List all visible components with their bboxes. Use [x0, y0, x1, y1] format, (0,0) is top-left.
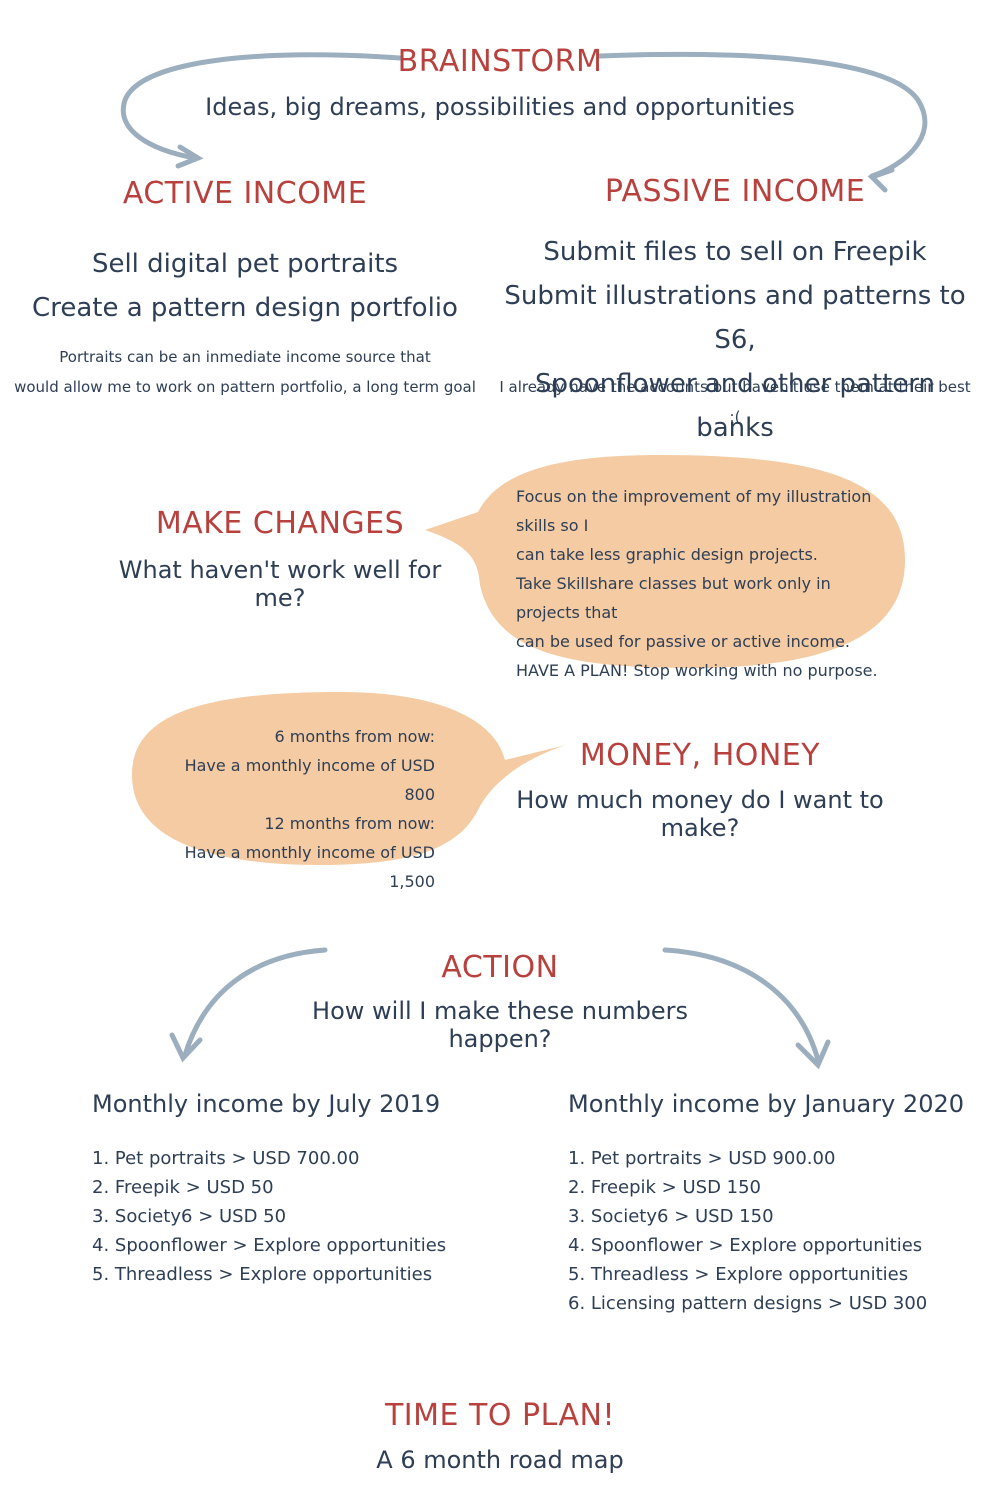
list-item: 1. Pet portraits > USD 700.00 [92, 1148, 360, 1169]
brainstorm-arrow-left-icon [120, 52, 403, 169]
passive-income-note: I already have the accounts but haven't … [499, 378, 971, 426]
make-changes-title: MAKE CHANGES [155, 506, 405, 541]
active-income-item: Create a pattern design portfolio [32, 293, 458, 323]
passive-income-item: Submit illustrations and patterns to S6, [504, 281, 966, 355]
january-list: 1. Pet portraits > USD 900.00 2. Freepik… [568, 1144, 968, 1318]
bubble-line: Focus on the improvement of my illustrat… [516, 487, 872, 535]
plan-subtitle: A 6 month road map [376, 1446, 624, 1474]
speech-bubble-left [132, 692, 566, 865]
bubble-line: HAVE A PLAN! Stop working with no purpos… [516, 661, 878, 680]
passive-income-title: PASSIVE INCOME [604, 174, 866, 209]
brainstorm-arrow-right-icon [597, 51, 928, 193]
list-item: 3. Society6 > USD 150 [568, 1206, 774, 1227]
bubble-line: can take less graphic design projects. [516, 545, 818, 564]
money-title: MONEY, HONEY [579, 738, 821, 773]
bubble-line: Have a monthly income of USD 1,500 [184, 843, 435, 891]
bubble-line: 6 months from now: [274, 727, 435, 746]
action-title: ACTION [441, 950, 559, 985]
bubble-line: Have a monthly income of USD 800 [184, 756, 435, 804]
make-changes-subtitle: What haven't work well for me? [118, 556, 442, 612]
bubble-line: Take Skillshare classes but work only in… [516, 574, 831, 622]
passive-income-items: Submit files to sell on Freepik Submit i… [500, 230, 970, 450]
list-item: 4. Spoonflower > Explore opportunities [92, 1235, 447, 1256]
list-item: 2. Freepik > USD 150 [568, 1177, 762, 1198]
bubble-line: 12 months from now: [264, 814, 435, 833]
action-arrow-left-icon [169, 947, 328, 1063]
passive-income-item: Submit files to sell on Freepik [543, 237, 927, 267]
active-income-items: Sell digital pet portraits Create a patt… [20, 242, 470, 330]
january-title: Monthly income by January 2020 [568, 1090, 965, 1118]
list-item: 5. Threadless > Explore opportunities [568, 1264, 909, 1285]
list-item: 1. Pet portraits > USD 900.00 [568, 1148, 836, 1169]
brainstorm-title: BRAINSTORM [397, 44, 603, 79]
active-income-note-line: would allow me to work on pattern portfo… [14, 378, 476, 396]
list-item: 6. Licensing pattern designs > USD 300 [568, 1293, 928, 1314]
list-item: 3. Society6 > USD 50 [92, 1206, 287, 1227]
list-item: 4. Spoonflower > Explore opportunities [568, 1235, 923, 1256]
active-income-note: Portraits can be an inmediate income sou… [10, 342, 480, 402]
make-changes-bubble-text: Focus on the improvement of my illustrat… [516, 482, 896, 685]
money-subtitle: How much money do I want to make? [516, 786, 884, 842]
plan-title: TIME TO PLAN! [384, 1398, 615, 1433]
active-income-title: ACTIVE INCOME [122, 176, 368, 211]
passive-income-item: Spoonflower and other pattern banks [534, 369, 936, 443]
july-title: Monthly income by July 2019 [92, 1090, 441, 1118]
action-subtitle: How will I make these numbers happen? [312, 997, 688, 1053]
money-bubble-text: 6 months from now: Have a monthly income… [150, 722, 435, 896]
speech-bubble-right [425, 455, 905, 668]
list-item: 2. Freepik > USD 50 [92, 1177, 274, 1198]
july-list: 1. Pet portraits > USD 700.00 2. Freepik… [92, 1144, 472, 1289]
active-income-note-line: Portraits can be an inmediate income sou… [59, 348, 431, 366]
brainstorm-subtitle: Ideas, big dreams, possibilities and opp… [205, 93, 795, 121]
bubble-line: can be used for passive or active income… [516, 632, 850, 651]
list-item: 5. Threadless > Explore opportunities [92, 1264, 433, 1285]
active-income-item: Sell digital pet portraits [91, 249, 399, 279]
action-arrow-right-icon [662, 947, 831, 1070]
